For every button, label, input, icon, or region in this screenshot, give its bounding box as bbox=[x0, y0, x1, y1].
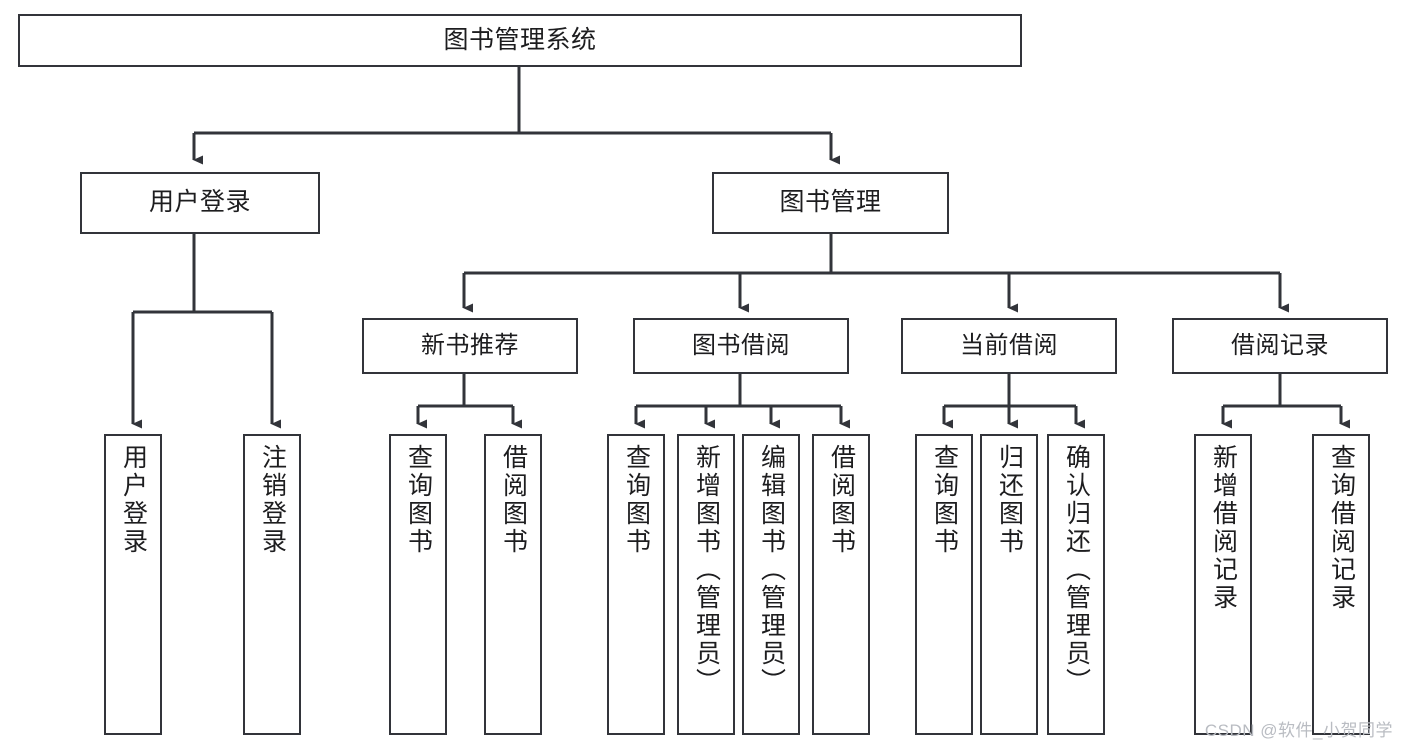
node-label: 用户登录 bbox=[119, 444, 148, 556]
leaf-borrow-edit-book-admin[interactable]: 编辑图书（管理员） bbox=[742, 434, 800, 735]
node-label: 查询图书 bbox=[622, 444, 651, 556]
node-label: 借阅图书 bbox=[499, 444, 528, 556]
leaf-borrow-add-book-admin[interactable]: 新增图书（管理员） bbox=[677, 434, 735, 735]
node-label: 借阅记录 bbox=[1231, 331, 1329, 359]
leaf-recommend-query-book[interactable]: 查询图书 bbox=[389, 434, 447, 735]
node-label: 新增图书（管理员） bbox=[692, 444, 721, 696]
node-label: 图书管理 bbox=[779, 188, 882, 217]
node-label: 归还图书 bbox=[995, 444, 1024, 556]
node-new-book-recommend[interactable]: 新书推荐 bbox=[362, 318, 578, 374]
node-user-login[interactable]: 用户登录 bbox=[80, 172, 320, 234]
leaf-record-query-record[interactable]: 查询借阅记录 bbox=[1312, 434, 1370, 735]
node-root-system[interactable]: 图书管理系统 bbox=[18, 14, 1022, 67]
node-label: 借阅图书 bbox=[827, 444, 856, 556]
csdn-watermark: CSDN @软件_小贺同学 bbox=[1204, 721, 1393, 740]
leaf-borrow-query-book[interactable]: 查询图书 bbox=[607, 434, 665, 735]
node-label: 新增借阅记录 bbox=[1209, 444, 1238, 612]
leaf-current-query-book[interactable]: 查询图书 bbox=[915, 434, 973, 735]
leaf-borrow-borrow-book[interactable]: 借阅图书 bbox=[812, 434, 870, 735]
leaf-current-return-book[interactable]: 归还图书 bbox=[980, 434, 1038, 735]
node-label: 用户登录 bbox=[148, 188, 251, 217]
leaf-user-login[interactable]: 用户登录 bbox=[104, 434, 162, 735]
node-label: 查询图书 bbox=[930, 444, 959, 556]
node-label: 确认归还（管理员） bbox=[1062, 444, 1091, 696]
node-label: 图书管理系统 bbox=[443, 25, 597, 54]
leaf-record-add-record[interactable]: 新增借阅记录 bbox=[1194, 434, 1252, 735]
node-label: 图书借阅 bbox=[692, 331, 790, 359]
node-label: 注销登录 bbox=[258, 444, 287, 556]
leaf-current-confirm-return-admin[interactable]: 确认归还（管理员） bbox=[1047, 434, 1105, 735]
node-borrow-record[interactable]: 借阅记录 bbox=[1172, 318, 1388, 374]
node-book-management[interactable]: 图书管理 bbox=[712, 172, 949, 234]
node-current-borrow[interactable]: 当前借阅 bbox=[901, 318, 1117, 374]
node-book-borrow[interactable]: 图书借阅 bbox=[633, 318, 849, 374]
node-label: 查询借阅记录 bbox=[1327, 444, 1356, 612]
leaf-recommend-borrow-book[interactable]: 借阅图书 bbox=[484, 434, 542, 735]
node-label: 新书推荐 bbox=[421, 331, 519, 359]
node-label: 当前借阅 bbox=[960, 331, 1058, 359]
node-label: 编辑图书（管理员） bbox=[757, 444, 786, 696]
node-label: 查询图书 bbox=[404, 444, 433, 556]
leaf-user-logout[interactable]: 注销登录 bbox=[243, 434, 301, 735]
